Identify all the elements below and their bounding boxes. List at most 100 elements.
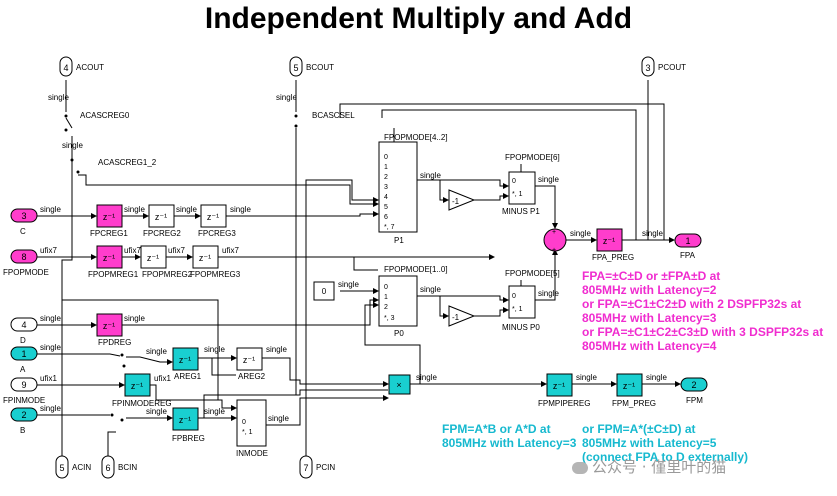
mux-p1-label: P1 [394, 236, 404, 245]
areg2-symbol: z⁻¹ [243, 355, 255, 365]
mux-minus-p0-label: MINUS P0 [502, 323, 540, 332]
svg-text:0: 0 [242, 419, 246, 426]
fpa-preg-type: single [642, 229, 663, 238]
fpdreg-type: single [124, 314, 145, 323]
fpcreg1-label: FPCREG1 [90, 229, 128, 238]
fpmpipereg-symbol: z⁻¹ [553, 381, 565, 391]
port-fpm-num: 2 [691, 380, 696, 390]
mux-minus-p1-select-label: FPOPMODE[6] [505, 153, 560, 162]
sum-type: single [570, 229, 591, 238]
acascreg1-2-label: ACASCREG1_2 [98, 158, 157, 167]
port-acin-label: ACIN [72, 463, 91, 472]
const-zero: 0 [313, 281, 335, 301]
multiplier-type: single [416, 373, 437, 382]
mux-p0-in1: 1 [384, 294, 388, 301]
port-fpinmode-label: FPINMODE [3, 396, 45, 405]
fpopmreg3-type: ufix7 [222, 246, 239, 255]
port-a-num: 1 [21, 349, 26, 359]
const-zero-value: 0 [322, 287, 327, 296]
fpmpipereg-label: FPMPIPEREG [538, 399, 590, 408]
fpcreg3-type: single [230, 205, 251, 214]
fpinmode-type: ufix1 [40, 374, 57, 383]
fpcreg2-block: z⁻¹ FPCREG2 [143, 204, 181, 238]
fpbreg-symbol: z⁻¹ [179, 415, 191, 425]
mux-minus-p0-select-label: FPOPMODE[5] [505, 269, 560, 278]
fpa-note-line5: or FPA=±C1±C2±C3±D with 3 DSPFP32s at [582, 325, 824, 339]
port-a: 1 A [10, 346, 38, 374]
port-c-num: 3 [21, 211, 26, 221]
fpa-preg-label: FPA_PREG [592, 253, 634, 262]
mux-p0-in2: 2 [384, 304, 388, 311]
fpcreg1-symbol: z⁻¹ [103, 212, 115, 222]
fpdreg-label: FPDREG [98, 338, 131, 347]
fpa-note-line4: 805MHz with Latency=3 [582, 311, 717, 325]
port-fpinmode: 9 FPINMODE [3, 377, 45, 405]
page-title: Independent Multiply and Add [204, 2, 633, 35]
fpbreg-type: single [204, 407, 225, 416]
mux-minus-p1-label: MINUS P1 [502, 207, 540, 216]
fpa-preg-symbol: z⁻¹ [603, 236, 615, 246]
port-bcout-label: BCOUT [306, 63, 334, 72]
fpa-note-line2: 805MHz with Latency=2 [582, 283, 717, 297]
port-fpa: 1 FPA [674, 233, 702, 260]
port-fpa-label: FPA [680, 251, 696, 260]
mux-minus-p0-in0: 0 [512, 293, 516, 300]
fpa-note-line1: FPA=±C±D or ±FPA±D at [582, 269, 721, 283]
c-type: single [40, 205, 61, 214]
port-b-label: B [20, 426, 25, 435]
port-b: 2 B [10, 407, 38, 435]
port-bcout-num: 5 [293, 63, 298, 73]
fpopmreg1-symbol: z⁻¹ [103, 253, 115, 263]
fpbreg-block: z⁻¹ FPBREG [172, 407, 205, 443]
a-type: single [40, 343, 61, 352]
fpm-note-b: or FPM=A*(±C±D) at 805MHz with Latency=5… [582, 422, 748, 464]
fpcreg1-block: z⁻¹ FPCREG1 [90, 204, 128, 238]
bcascsel-label: BCASCSEL [312, 111, 355, 120]
port-pcout-num: 3 [645, 63, 650, 73]
b-switch-type: single [146, 407, 167, 416]
fpopmreg1-type: ufix7 [124, 246, 141, 255]
port-acout-num: 4 [63, 63, 68, 73]
multiplier-symbol: × [396, 380, 401, 390]
port-fpopmode: 8 FPOPMODE [3, 249, 49, 277]
acout-type-label: single [48, 93, 69, 102]
bcout-type-label: single [276, 93, 297, 102]
mux-p0-in0: 0 [384, 284, 388, 291]
fpopmreg3-block: z⁻¹ FPOPMREG3 [190, 245, 241, 279]
fpopmreg1-label: FPOPMREG1 [88, 270, 139, 279]
fpm-note-b-line1: or FPM=A*(±C±D) at [582, 422, 696, 436]
mux-p1-in1: 1 [384, 164, 388, 171]
neg-p1: -1 [448, 189, 476, 211]
areg2-block: z⁻¹ AREG2 [236, 347, 266, 381]
fpa-preg-block: z⁻¹ FPA_PREG [592, 228, 634, 262]
neg-p0-gain: -1 [452, 313, 460, 322]
areg1-symbol: z⁻¹ [179, 355, 191, 365]
mux-minus-p1: FPOPMODE[6] 0 *, 1 MINUS P1 [502, 153, 560, 216]
fpm-preg-block: z⁻¹ FPM_PREG [612, 373, 656, 408]
neg-p1-gain: -1 [452, 197, 460, 206]
fpopmreg2-label: FPOPMREG2 [142, 270, 193, 279]
mux-minus-p1-in1: *, 1 [512, 191, 523, 198]
neg-p0: -1 [448, 305, 476, 327]
mux-minus-p0-in1: *, 1 [512, 306, 523, 313]
port-acin: 5 ACIN [55, 455, 91, 479]
port-bcin: 6 BCIN [101, 455, 137, 479]
svg-text:+: + [552, 229, 556, 236]
fpinmodereg-type: ufix1 [154, 374, 171, 383]
wechat-icon [572, 461, 588, 474]
fpopmreg2-type: ufix7 [168, 246, 185, 255]
mux-p1-in0: 0 [384, 154, 388, 161]
port-acin-num: 5 [59, 463, 64, 473]
areg1-type: single [204, 345, 225, 354]
areg2-label: AREG2 [238, 372, 266, 381]
fpa-note: FPA=±C±D or ±FPA±D at 805MHz with Latenc… [582, 269, 823, 353]
acascreg0-label: ACASCREG0 [80, 111, 130, 120]
fpdreg-symbol: z⁻¹ [103, 321, 115, 331]
sum-block: + + [543, 228, 567, 254]
fpcreg3-block: z⁻¹ FPCREG3 [198, 204, 236, 238]
fpopmreg2-symbol: z⁻¹ [147, 253, 159, 263]
port-b-num: 2 [21, 410, 26, 420]
port-c: 3 C [10, 208, 38, 236]
fpcreg2-label: FPCREG2 [143, 229, 181, 238]
mux-p1-in4: 4 [384, 194, 388, 201]
